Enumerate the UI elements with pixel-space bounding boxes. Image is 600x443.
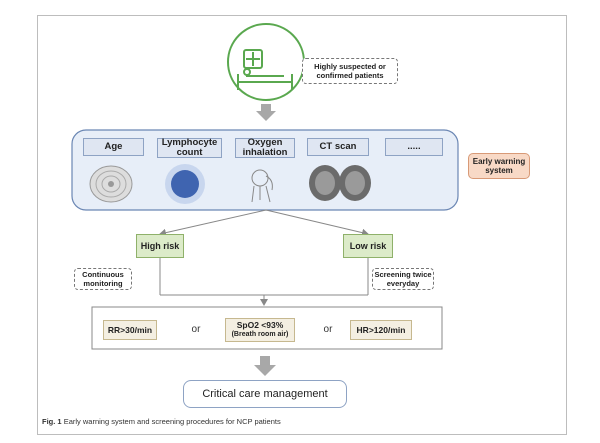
high-risk-box: High risk: [136, 234, 184, 258]
screening-note: Screening twice everyday: [372, 268, 434, 290]
continuous-monitoring-note: Continuous monitoring: [74, 268, 132, 290]
tree-rings-icon: [89, 165, 133, 203]
spo2-condition: (Breath room air): [231, 331, 289, 338]
oxygen-inhalation-icon: [251, 169, 273, 203]
figure-caption: Fig. 1 Early warning system and screenin…: [42, 417, 542, 429]
factor-more: .....: [385, 138, 443, 156]
caption-text: Early warning system and screening proce…: [63, 417, 281, 426]
criteria-bracket: [91, 306, 443, 350]
low-risk-box: Low risk: [343, 234, 393, 258]
spo2-threshold: SpO2 <93%: [236, 320, 284, 330]
lung-ct-icon: [309, 165, 371, 201]
factor-lymphocyte: Lymphocyte count: [157, 138, 222, 158]
patient-bed-icon: [237, 49, 293, 90]
criterion-heart-rate: HR>120/min: [350, 320, 412, 340]
lymphocyte-cell-icon: [165, 164, 205, 204]
criterion-spo2: SpO2 <93% (Breath room air): [225, 318, 295, 342]
factor-oxygen: Oxygen inhalation: [235, 138, 295, 158]
early-warning-system-label: Early warning system: [468, 153, 530, 179]
caption-figure-number: Fig. 1: [42, 417, 62, 426]
or-label-1: or: [191, 324, 201, 335]
patient-status-label: Highly suspected or confirmed patients: [302, 58, 398, 84]
factor-age: Age: [83, 138, 144, 156]
critical-care-box: Critical care management: [183, 380, 347, 408]
criterion-respiratory-rate: RR>30/min: [103, 320, 157, 340]
figure-frame: [37, 15, 567, 435]
or-label-2: or: [323, 324, 333, 335]
factor-ct-scan: CT scan: [307, 138, 369, 156]
